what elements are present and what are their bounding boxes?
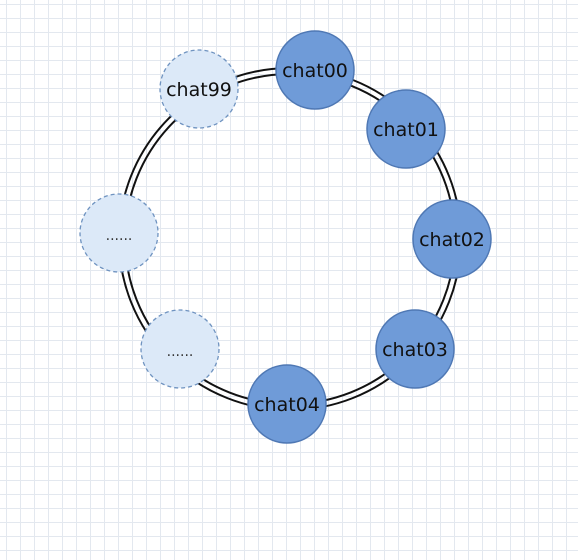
node-chat03[interactable]: chat03 [375, 309, 455, 389]
node-circle [366, 89, 446, 169]
node-label: chat00 [282, 60, 348, 82]
node-placeholder-upper[interactable]: ...... [79, 193, 159, 273]
node-chat99[interactable]: chat99 [159, 49, 239, 129]
node-circle [375, 309, 455, 389]
node-chat04[interactable]: chat04 [247, 364, 327, 444]
node-placeholder-lower[interactable]: ...... [140, 309, 220, 389]
node-circle [412, 199, 492, 279]
node-circle [140, 309, 220, 389]
node-chat00[interactable]: chat00 [275, 30, 355, 110]
node-label: chat02 [419, 229, 485, 251]
node-chat02[interactable]: chat02 [412, 199, 492, 279]
node-circle [79, 193, 159, 273]
node-circle [159, 49, 239, 129]
node-chat01[interactable]: chat01 [366, 89, 446, 169]
node-label: chat03 [382, 339, 448, 361]
node-label: chat99 [166, 79, 232, 101]
node-label: ...... [167, 344, 194, 360]
node-circle [275, 30, 355, 110]
node-label: ...... [106, 228, 133, 244]
node-label: chat04 [254, 394, 320, 416]
node-label: chat01 [373, 119, 439, 141]
node-circle [247, 364, 327, 444]
